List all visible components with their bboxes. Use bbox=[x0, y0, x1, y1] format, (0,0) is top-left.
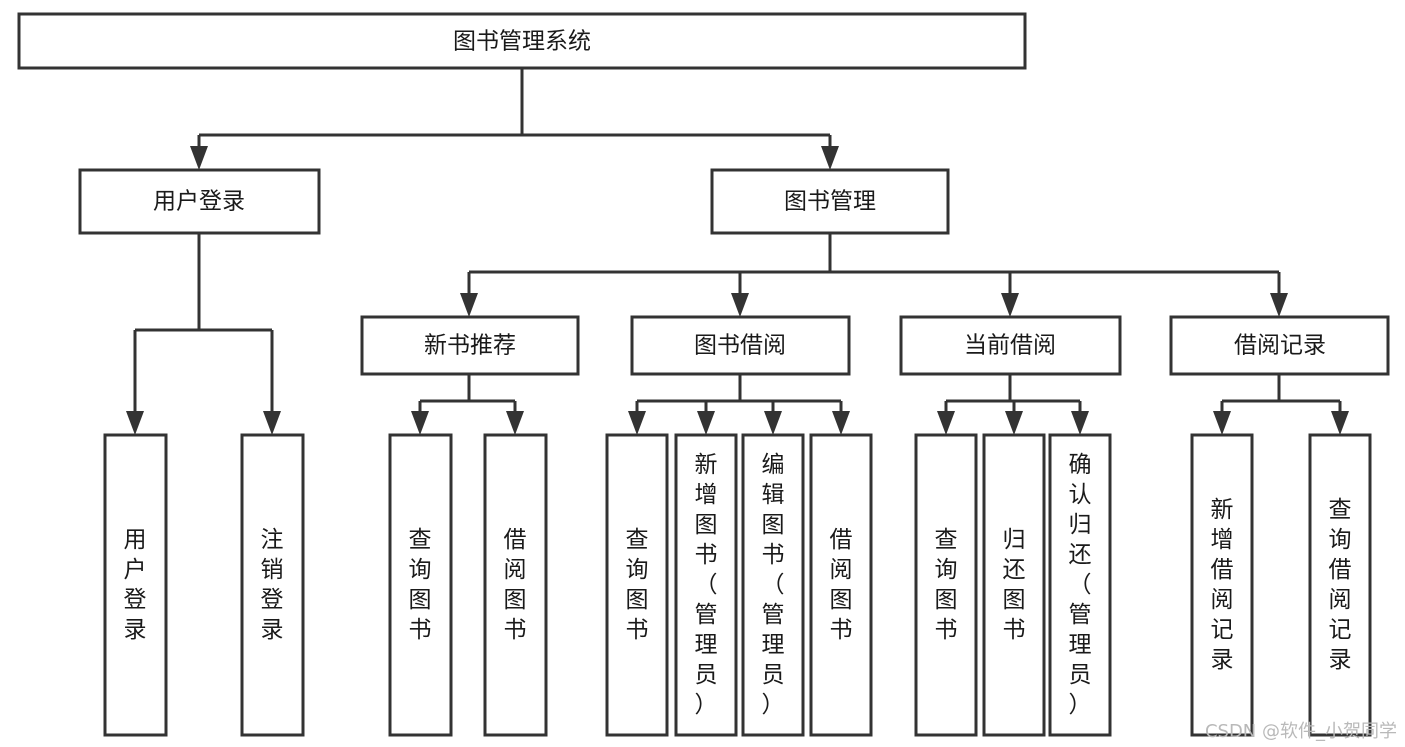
arrowhead-book-manage bbox=[821, 146, 839, 170]
arrowhead-new-book-rec bbox=[460, 293, 478, 317]
node-leaf-borrow-book-1-box[interactable] bbox=[483, 433, 548, 737]
node-leaf-query-book-1-label: 查询图书 bbox=[409, 527, 432, 643]
node-leaf-borrow-book-2-label: 借阅图书 bbox=[830, 527, 853, 643]
node-book-manage-box[interactable] bbox=[710, 168, 950, 235]
connector-layer bbox=[126, 68, 1349, 435]
node-leaf-borrow-book-1-label: 借阅图书 bbox=[504, 527, 527, 643]
node-leaf-add-record-box[interactable] bbox=[1190, 433, 1254, 737]
node-root-box[interactable] bbox=[17, 12, 1027, 70]
arrowhead-leaf-add-book bbox=[697, 411, 715, 435]
connector-root-to-level1 bbox=[197, 68, 832, 155]
arrowhead-leaf-edit-book bbox=[764, 411, 782, 435]
node-leaf-query-book-2-box[interactable] bbox=[605, 433, 669, 737]
node-borrow-record-box[interactable] bbox=[1169, 315, 1390, 376]
node-leaf-user-login-box[interactable] bbox=[103, 433, 168, 737]
arrowhead-leaf-add-record bbox=[1213, 411, 1231, 435]
node-leaf-user-login-label: 用户登录 bbox=[124, 527, 147, 643]
node-leaf-edit-book[interactable]: 编辑图书（管理员） bbox=[741, 433, 805, 737]
node-current-borrow-label: 当前借阅 bbox=[964, 333, 1056, 359]
node-leaf-return-book[interactable]: 归还图书 bbox=[982, 433, 1046, 737]
node-root[interactable]: 图书管理系统 bbox=[17, 12, 1027, 70]
node-leaf-edit-book-label: 编辑图书（管理员） bbox=[762, 452, 785, 718]
node-root-label: 图书管理系统 bbox=[453, 29, 591, 55]
node-new-book-rec-box[interactable] bbox=[360, 315, 580, 376]
node-leaf-add-record-label: 新增借阅记录 bbox=[1211, 497, 1234, 673]
node-leaf-query-book-2[interactable]: 查询图书 bbox=[605, 433, 669, 737]
arrowhead-leaf-query-book-1 bbox=[411, 411, 429, 435]
node-user-login[interactable]: 用户登录 bbox=[78, 168, 321, 235]
node-book-borrow[interactable]: 图书借阅 bbox=[630, 315, 851, 376]
node-book-manage-label: 图书管理 bbox=[784, 189, 876, 215]
arrowhead-borrow-record bbox=[1270, 293, 1288, 317]
connector-userlogin-to-leaves bbox=[133, 233, 274, 418]
node-leaf-confirm-return-label: 确认归还（管理员） bbox=[1069, 452, 1092, 718]
connector-currentborrow-to-leaves bbox=[944, 374, 1082, 418]
arrowhead-leaf-user-login bbox=[126, 411, 144, 435]
arrowhead-book-borrow bbox=[731, 293, 749, 317]
node-borrow-record[interactable]: 借阅记录 bbox=[1169, 315, 1390, 376]
node-leaf-query-record-label: 查询借阅记录 bbox=[1329, 497, 1352, 673]
node-leaf-logout-box[interactable] bbox=[240, 433, 305, 737]
node-leaf-return-book-box[interactable] bbox=[982, 433, 1046, 737]
node-leaf-confirm-return-box[interactable] bbox=[1048, 433, 1112, 737]
node-leaf-query-book-3[interactable]: 查询图书 bbox=[914, 433, 978, 737]
node-book-borrow-box[interactable] bbox=[630, 315, 851, 376]
node-current-borrow[interactable]: 当前借阅 bbox=[899, 315, 1122, 376]
arrowhead-user-login bbox=[190, 146, 208, 170]
arrowhead-leaf-borrow-book-2 bbox=[832, 411, 850, 435]
arrowhead-leaf-return-book bbox=[1005, 411, 1023, 435]
node-user-login-box[interactable] bbox=[78, 168, 321, 235]
arrowhead-current-borrow bbox=[1001, 293, 1019, 317]
arrowhead-leaf-logout bbox=[263, 411, 281, 435]
node-leaf-query-book-1-box[interactable] bbox=[388, 433, 453, 737]
node-leaf-user-login[interactable]: 用户登录 bbox=[103, 433, 168, 737]
node-leaf-return-book-label: 归还图书 bbox=[1003, 527, 1026, 643]
node-leaf-query-book-3-label: 查询图书 bbox=[935, 527, 958, 643]
node-leaf-borrow-book-2[interactable]: 借阅图书 bbox=[809, 433, 873, 737]
node-leaf-query-record-box[interactable] bbox=[1308, 433, 1372, 737]
node-new-book-rec[interactable]: 新书推荐 bbox=[360, 315, 580, 376]
arrowhead-leaf-confirm-return bbox=[1071, 411, 1089, 435]
connector-borrowrecord-to-leaves bbox=[1220, 374, 1342, 418]
node-leaf-add-book[interactable]: 新增图书（管理员） bbox=[674, 433, 738, 737]
arrowhead-leaf-query-record bbox=[1331, 411, 1349, 435]
arrowhead-leaf-query-book-2 bbox=[628, 411, 646, 435]
connector-bookmanage-to-level2 bbox=[467, 233, 1281, 300]
node-leaf-query-record[interactable]: 查询借阅记录 bbox=[1308, 433, 1372, 737]
node-leaf-add-book-label: 新增图书（管理员） bbox=[695, 452, 718, 718]
node-leaf-add-book-box[interactable] bbox=[674, 433, 738, 737]
arrowhead-leaf-query-book-3 bbox=[937, 411, 955, 435]
node-leaf-borrow-book-1[interactable]: 借阅图书 bbox=[483, 433, 548, 737]
node-leaf-query-book-2-label: 查询图书 bbox=[626, 527, 649, 643]
arrowhead-leaf-borrow-book-1 bbox=[506, 411, 524, 435]
node-user-login-label: 用户登录 bbox=[153, 189, 245, 215]
node-borrow-record-label: 借阅记录 bbox=[1234, 333, 1326, 359]
node-book-manage[interactable]: 图书管理 bbox=[710, 168, 950, 235]
node-leaf-logout[interactable]: 注销登录 bbox=[240, 433, 305, 737]
node-leaf-edit-book-box[interactable] bbox=[741, 433, 805, 737]
node-leaf-add-record[interactable]: 新增借阅记录 bbox=[1190, 433, 1254, 737]
node-leaf-query-book-1[interactable]: 查询图书 bbox=[388, 433, 453, 737]
node-leaf-logout-label: 注销登录 bbox=[261, 527, 284, 643]
connector-bookborrow-to-leaves bbox=[635, 374, 843, 418]
node-leaf-query-book-3-box[interactable] bbox=[914, 433, 978, 737]
connector-newbookrec-to-leaves bbox=[418, 374, 517, 418]
node-new-book-rec-label: 新书推荐 bbox=[424, 333, 516, 359]
node-leaf-confirm-return[interactable]: 确认归还（管理员） bbox=[1048, 433, 1112, 737]
node-book-borrow-label: 图书借阅 bbox=[694, 333, 786, 359]
node-leaf-borrow-book-2-box[interactable] bbox=[809, 433, 873, 737]
node-current-borrow-box[interactable] bbox=[899, 315, 1122, 376]
